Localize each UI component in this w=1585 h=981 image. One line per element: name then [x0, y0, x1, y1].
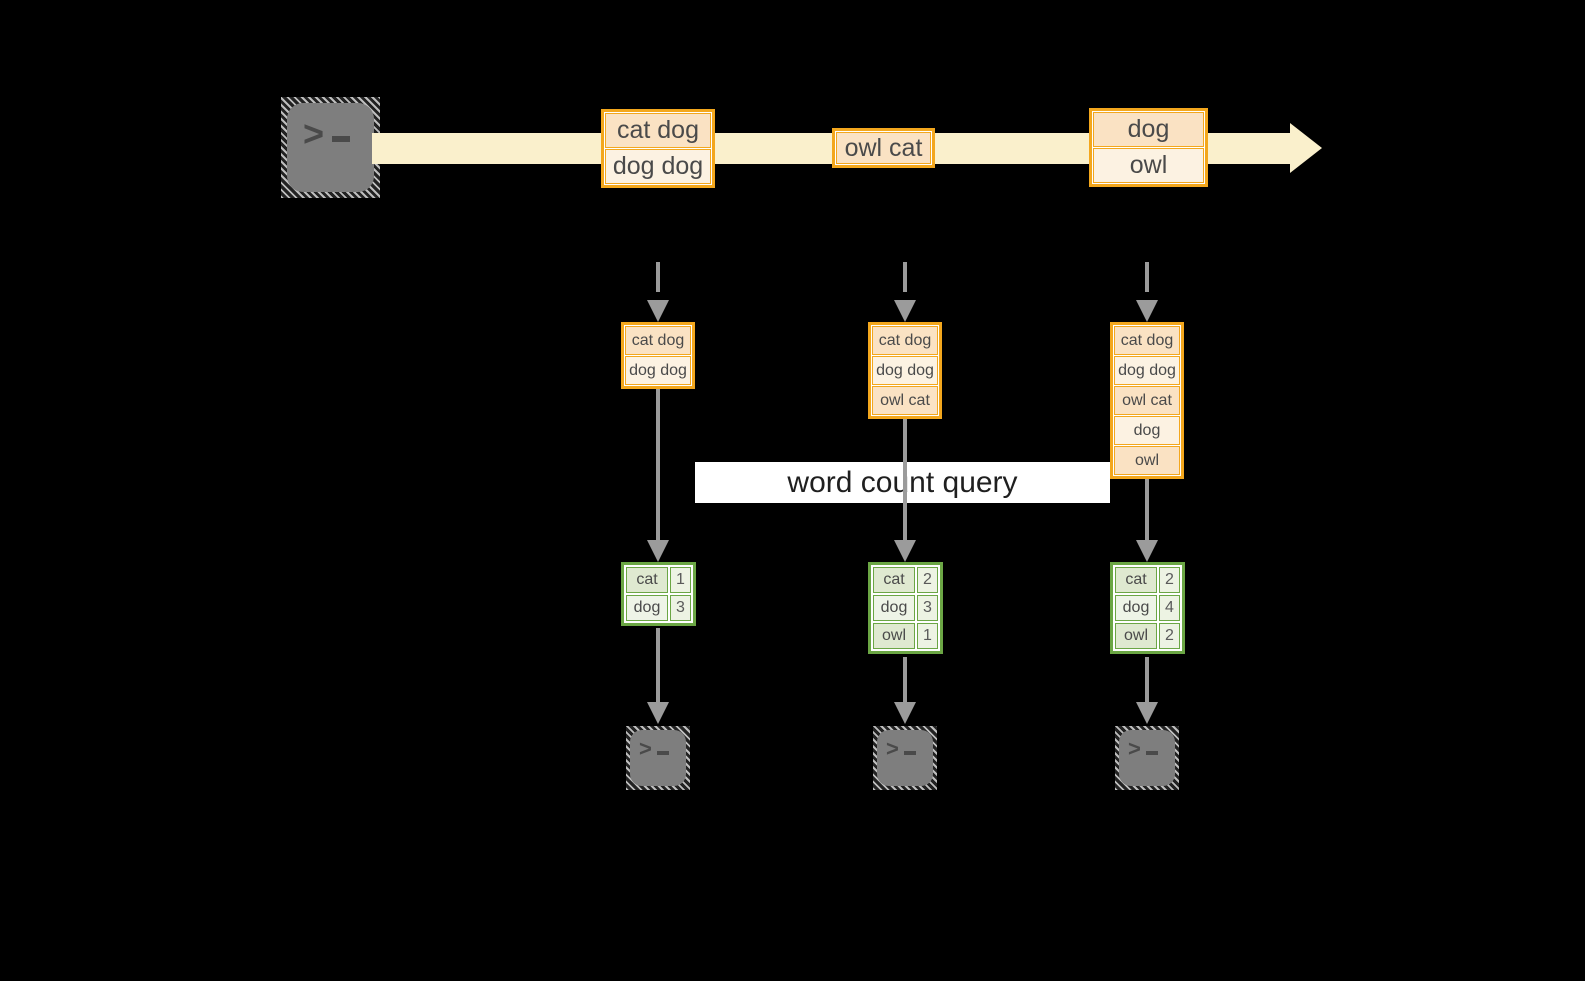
buffer-cell: cat dog — [1114, 326, 1180, 355]
query-label-text: word count query — [787, 465, 1018, 499]
connector-line — [903, 419, 907, 540]
count-value: 2 — [1159, 567, 1180, 593]
buffer-cell: owl cat — [1114, 386, 1180, 415]
message-cell: dog — [1093, 112, 1204, 147]
message-cell: owl cat — [836, 132, 931, 164]
arrowhead-icon — [647, 300, 669, 322]
message-cell: owl — [1093, 148, 1204, 183]
connector-line — [1145, 657, 1149, 702]
arrowhead-icon — [1136, 300, 1158, 322]
terminal-screen: > — [1119, 730, 1175, 786]
terminal-screen: > — [877, 730, 933, 786]
count-value: 1 — [917, 623, 938, 649]
worker1-count-table: cat 1 dog 3 — [621, 562, 696, 626]
connector-line — [903, 657, 907, 702]
count-word: cat — [626, 567, 668, 593]
sink1-terminal-icon: > — [626, 726, 690, 790]
connector-line — [656, 389, 660, 540]
worker3-count-table: cat 2 dog 4 owl 2 — [1110, 562, 1185, 654]
source-terminal-icon: > — [281, 97, 380, 198]
prompt-glyph: > — [1128, 736, 1158, 762]
prompt-glyph: > — [886, 736, 916, 762]
sink3-terminal-icon: > — [1115, 726, 1179, 790]
count-word: cat — [1115, 567, 1157, 593]
ingest-dashed-arrow — [656, 262, 660, 292]
stream-message-2: owl cat — [832, 128, 935, 168]
connector-line — [656, 628, 660, 702]
arrowhead-icon — [894, 540, 916, 562]
count-word: dog — [873, 595, 915, 621]
worker2-count-table: cat 2 dog 3 owl 1 — [868, 562, 943, 654]
terminal-screen: > — [287, 103, 374, 192]
count-word: dog — [626, 595, 668, 621]
worker1-buffer: cat dog dog dog — [621, 322, 695, 389]
arrowhead-icon — [894, 300, 916, 322]
count-value: 2 — [917, 567, 938, 593]
count-value: 4 — [1159, 595, 1180, 621]
stream-message-1: cat dog dog dog — [601, 109, 715, 188]
count-value: 3 — [670, 595, 691, 621]
buffer-cell: dog — [1114, 416, 1180, 445]
count-word: owl — [1115, 623, 1157, 649]
arrowhead-icon — [647, 540, 669, 562]
connector-line — [1145, 479, 1149, 540]
worker3-buffer: cat dog dog dog owl cat dog owl — [1110, 322, 1184, 479]
arrowhead-icon — [894, 702, 916, 724]
count-value: 1 — [670, 567, 691, 593]
buffer-cell: owl cat — [872, 386, 938, 415]
worker2-buffer: cat dog dog dog owl cat — [868, 322, 942, 419]
ingest-dashed-arrow — [1145, 262, 1149, 292]
buffer-cell: owl — [1114, 446, 1180, 475]
prompt-glyph: > — [639, 736, 669, 762]
terminal-screen: > — [630, 730, 686, 786]
stream-arrowhead-icon — [1290, 123, 1322, 173]
arrowhead-icon — [1136, 540, 1158, 562]
stream-message-3: dog owl — [1089, 108, 1208, 187]
count-word: dog — [1115, 595, 1157, 621]
count-value: 2 — [1159, 623, 1180, 649]
count-word: owl — [873, 623, 915, 649]
arrowhead-icon — [1136, 702, 1158, 724]
buffer-cell: dog dog — [625, 356, 691, 385]
count-value: 3 — [917, 595, 938, 621]
message-cell: dog dog — [605, 149, 711, 184]
buffer-cell: dog dog — [872, 356, 938, 385]
prompt-glyph: > — [303, 113, 351, 155]
sink2-terminal-icon: > — [873, 726, 937, 790]
buffer-cell: cat dog — [872, 326, 938, 355]
message-cell: cat dog — [605, 113, 711, 148]
buffer-cell: cat dog — [625, 326, 691, 355]
query-label: word count query — [695, 462, 1110, 503]
ingest-dashed-arrow — [903, 262, 907, 292]
buffer-cell: dog dog — [1114, 356, 1180, 385]
count-word: cat — [873, 567, 915, 593]
arrowhead-icon — [647, 702, 669, 724]
